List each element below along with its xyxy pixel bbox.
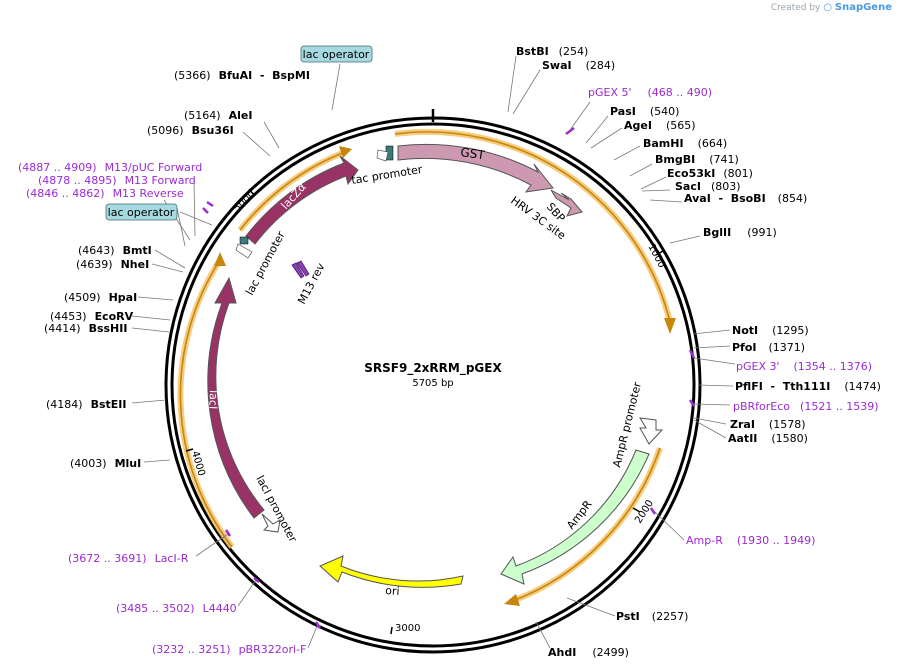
plasmid-length: 5705 bp: [412, 378, 453, 389]
bp-ticks: 1000 2000 3000 4000 5000: [185, 188, 667, 635]
primer-m13puc-forward[interactable]: (4887 .. 4909)M13/pUC Forward: [18, 161, 202, 174]
snapgene-watermark: Created by ○ SnapGene: [771, 2, 892, 13]
enzyme-alei[interactable]: (5164)AleI: [184, 109, 252, 122]
enzyme-bfuai-bspmi[interactable]: (5366)BfuAI - BspMI: [174, 69, 310, 82]
enzyme-bstbi[interactable]: BstBI(254): [516, 45, 588, 58]
gst-label: GST: [460, 145, 487, 162]
ampr-feature-arrow[interactable]: [500, 449, 650, 585]
primer-amp-r[interactable]: Amp-R(1930 .. 1949): [686, 534, 815, 547]
primer-l4440[interactable]: (3485 .. 3502)L4440: [116, 602, 237, 615]
ori-feature-arrow[interactable]: [319, 555, 464, 588]
enzyme-agei[interactable]: AgeI(565): [624, 119, 696, 132]
enzyme-eco53ki[interactable]: Eco53kI(801): [667, 167, 753, 180]
laci-label: lacI: [206, 390, 220, 410]
lac-operator-top-box[interactable]: lac operator: [300, 45, 373, 63]
enzyme-pasi[interactable]: PasI(540): [610, 105, 679, 118]
primer-m13-forward[interactable]: (4878 .. 4895)M13 Forward: [38, 174, 196, 187]
enzyme-ecorv[interactable]: (4453)EcoRV: [50, 310, 134, 323]
tac-promoter-glyph: [376, 149, 389, 162]
right-enzyme-labels: BstBI(254) SwaI(284) PasI(540) AgeI(565)…: [516, 45, 881, 659]
orf-arc-lines: [179, 131, 671, 603]
watermark-brand: SnapGene: [834, 2, 892, 13]
enzyme-bsu36i[interactable]: (5096)Bsu36I: [147, 124, 234, 137]
tac-promoter-label: tac promoter: [350, 163, 423, 187]
enzyme-zrai[interactable]: ZraI(1578): [730, 418, 806, 431]
lacz-alpha-feature-arrow[interactable]: [245, 155, 359, 245]
leader-lines: [131, 55, 736, 649]
laci-promoter-arrow: [261, 513, 281, 533]
enzyme-avai-bsobi[interactable]: AvaI - BsoBI(854): [684, 192, 807, 205]
primer-pgex3[interactable]: pGEX 3'(1354 .. 1376): [736, 360, 872, 373]
enzyme-bsshii[interactable]: (4414)BssHII: [44, 322, 127, 335]
orf-arrowhead-4: [339, 146, 352, 158]
primer-labels: pGEX 5'(468 .. 490) pGEX 3'(1354 .. 1376…: [18, 86, 879, 656]
lac-operator-block-left: [239, 236, 249, 245]
enzyme-bmgbi[interactable]: BmgBI(741): [655, 153, 739, 166]
tick-3000-label: 3000: [395, 623, 420, 634]
enzyme-ahdi[interactable]: AhdI(2499): [548, 646, 629, 659]
primer-laci-r[interactable]: (3672 .. 3691)LacI-R: [68, 552, 189, 565]
m13-rev-arrows: [291, 260, 310, 279]
lac-operator-left-label: lac operator: [108, 206, 175, 219]
enzyme-swai[interactable]: SwaI(284): [542, 59, 615, 72]
enzyme-psti[interactable]: PstI(2257): [616, 610, 688, 623]
orf-arrowhead-2: [504, 594, 520, 606]
enzyme-pflfi-tth111i[interactable]: PflFI - Tth111I(1474): [735, 380, 881, 393]
ampr-promoter-arrow: [639, 417, 664, 445]
enzyme-pfoi[interactable]: PfoI(1371): [732, 341, 805, 354]
enzyme-saci[interactable]: SacI(803): [675, 180, 741, 193]
enzyme-mlui[interactable]: (4003)MluI: [70, 457, 141, 470]
snapgene-logo-icon: ○: [823, 2, 832, 13]
primer-m13-reverse[interactable]: (4846 .. 4862)M13 Reverse: [26, 187, 184, 200]
enzyme-aatii[interactable]: AatII(1580): [728, 432, 808, 445]
orf-arrowhead-3: [214, 252, 226, 266]
primer-pbrforeco[interactable]: pBRforEco(1521 .. 1539): [733, 400, 879, 413]
primer-pgex5[interactable]: pGEX 5'(468 .. 490): [588, 86, 712, 99]
enzyme-bamhi[interactable]: BamHI(664): [643, 137, 727, 150]
enzyme-nhei[interactable]: (4639)NheI: [76, 258, 149, 271]
laci-feature-arrow[interactable]: [207, 276, 265, 519]
lac-promoter-glyph: [235, 243, 253, 259]
gst-feature-arrow[interactable]: [397, 143, 554, 193]
primer-pbr322ori-f[interactable]: (3232 .. 3251)pBR322ori-F: [152, 643, 306, 656]
ori-label: ori: [385, 584, 400, 598]
watermark-created-by: Created by: [770, 3, 821, 13]
left-enzyme-labels: (5366)BfuAI - BspMI (5164)AleI (5096)Bsu…: [44, 69, 310, 470]
sbp-feature-arrow[interactable]: [550, 189, 583, 217]
plasmid-name: SRSF9_2xRRM_pGEX: [364, 361, 502, 376]
enzyme-bmti[interactable]: (4643)BmtI: [78, 244, 152, 257]
enzyme-noti[interactable]: NotI(1295): [732, 324, 809, 337]
backbone-inner: [170, 122, 696, 648]
lac-operator-top-label: lac operator: [303, 48, 370, 61]
orf-arrowhead-1: [664, 318, 676, 334]
enzyme-hpai[interactable]: (4509)HpaI: [64, 291, 137, 304]
enzyme-bsteii[interactable]: (4184)BstEII: [46, 398, 126, 411]
lac-operator-left-box[interactable]: lac operator: [105, 203, 178, 221]
enzyme-bglii[interactable]: BglII(991): [703, 226, 777, 239]
